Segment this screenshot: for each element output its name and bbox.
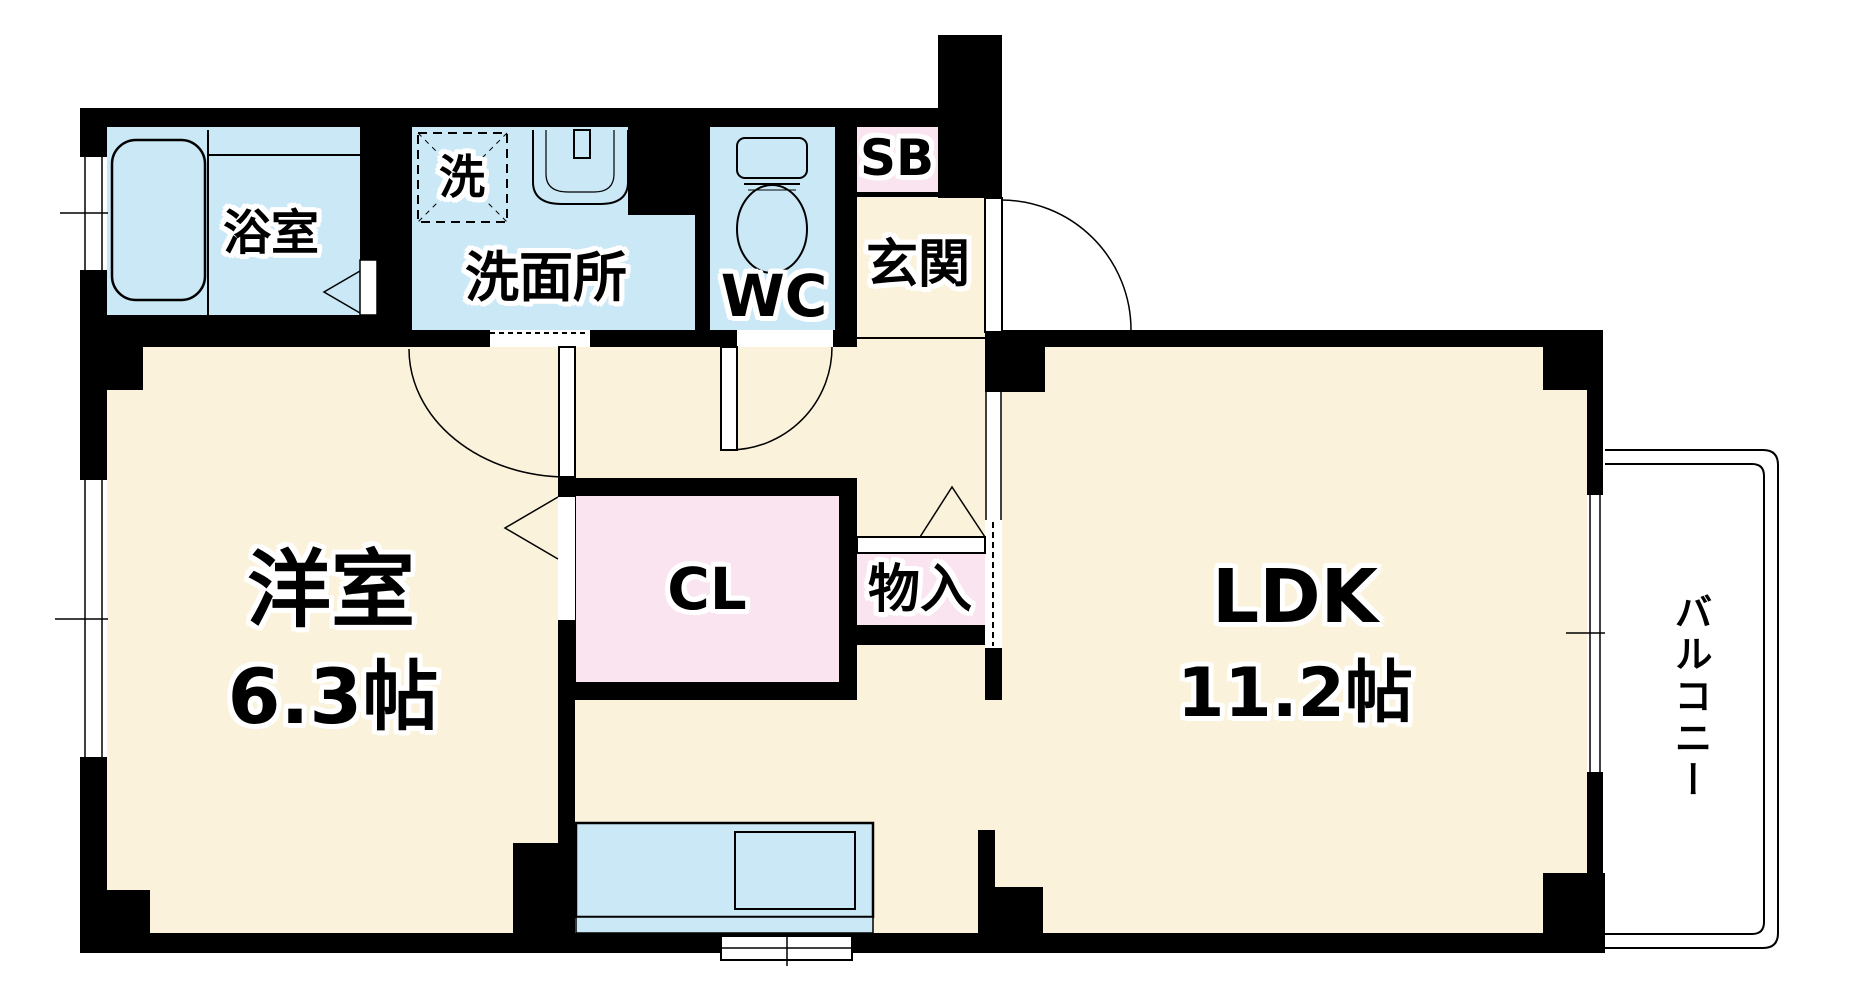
closet-label: CL [667,555,747,623]
wall-entry-pillar [938,35,1002,198]
kitchen-counter-icon [574,821,875,934]
wc-doorway [737,330,833,347]
ldk-label: LDK [1212,554,1378,640]
wall-block-ldk-left-top [985,332,1045,392]
toilet-icon [736,137,808,274]
wall-ldk-top [1002,330,1543,347]
ldk-opening [985,392,1002,520]
wall-under-storage [839,625,1002,645]
west-room-window-icon [55,480,108,757]
ldk-size-label: 11.2帖 [1177,654,1413,733]
wc-door-arc [728,346,833,451]
storage-label: 物入 [867,560,973,620]
wall-ldk-left-mid [985,648,1002,700]
storage-door-triangle-icon [919,485,986,538]
western-room-size-label: 6.3帖 [227,652,439,741]
ldk-window-icon [1566,495,1605,772]
wall-under-shoe-box [857,192,938,197]
kitchen-sink-icon [734,831,856,910]
wc-label: WC [720,262,828,330]
bath-door-leaf [359,259,378,316]
wall-ldk-left-low [978,830,995,887]
shoe-box-label: SB [859,129,935,187]
wall-wc-entrance [835,108,857,347]
washroom-label: 洗面所 [465,246,627,309]
fixtures [110,129,1779,949]
closet-door-opening [558,497,575,620]
balcony-railing-icon [1605,449,1779,949]
wc-floor [710,127,837,330]
wc-door-leaf [720,346,738,451]
west-room-door-arc [408,348,568,478]
wall-under-bath [107,315,377,347]
bath-door-triangle-icon [322,270,361,314]
shoe-box-floor [857,127,938,192]
bath-window-icon [60,157,108,270]
bath-floor [107,127,360,315]
balcony-label: バルコニー [1668,592,1712,802]
washbasin-icon [532,129,629,205]
entrance-label: 玄関 [865,235,971,295]
wall-corner-ldk-bottom-right [1543,873,1605,933]
kitchen-window-icon [720,928,853,966]
washroom-doorway [490,330,590,347]
ldk-floor [1002,347,1587,933]
wall-corner-west-room-bottom [513,843,575,933]
wall-washroom-wc [695,215,710,330]
wall-corner-ldk-top-right [1543,330,1603,390]
wall-duct-washroom-wc [628,127,710,215]
storage-floor [857,553,985,625]
closet-floor [576,496,839,682]
washing-machine-icon [417,132,508,223]
wall-block-ldk-left-bottom [978,887,1043,933]
west-room-door-leaf [558,346,576,478]
wall-corner-west-room-top [80,347,143,390]
windows [55,157,1605,966]
bathtub-icon [110,138,207,302]
western-room-label: 洋室 [246,541,416,639]
closet-door-triangle-icon [503,496,559,560]
door-symbols [322,199,1132,646]
storage-door-panel [856,536,986,554]
wall-band-washroom-left [377,330,490,347]
front-door-leaf [984,197,1003,333]
wall-top [80,108,938,127]
wall-band-wc-left [590,330,737,347]
laundry-label: 洗 [439,150,485,204]
front-door-arc [1000,199,1132,331]
bath-label: 浴室 [222,205,320,261]
